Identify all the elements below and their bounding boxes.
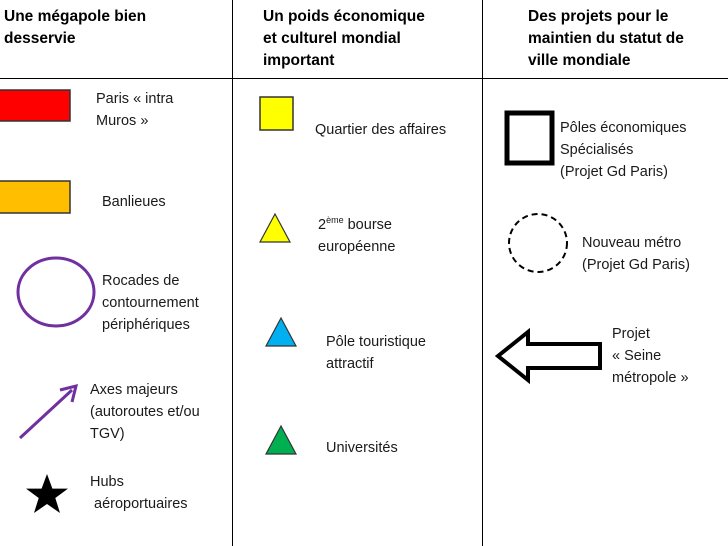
universites-label: Universités — [326, 440, 398, 456]
tourisme-label: Pôle touristique attractif — [326, 334, 426, 372]
axes-label: Axes majeurs (autoroutes et/ou TGV) — [90, 382, 200, 442]
bourse-label: 2ème bourse européenne — [318, 215, 396, 256]
column-header-projects: Des projets pour le maintien du statut d… — [528, 8, 684, 69]
arrow-left-icon — [494, 328, 602, 384]
metro-label: Nouveau métro (Projet Gd Paris) — [582, 235, 690, 273]
paris-label: Paris « intra Muros » — [96, 91, 174, 129]
affaires-symbol — [259, 96, 294, 131]
bourse-triangle-symbol — [258, 212, 292, 243]
star-icon — [26, 474, 68, 513]
hubs-label: Hubs aéroportuaires — [90, 474, 188, 512]
rocades-label: Rocades de contournement périphériques — [102, 273, 199, 333]
poles-label: Pôles économiques Spécialisés (Projet Gd… — [560, 120, 687, 180]
column-header-economy: Un poids économique et culturel mondial … — [263, 8, 425, 69]
banlieues-label: Banlieues — [102, 194, 166, 210]
header-divider — [0, 78, 728, 79]
affaires-label: Quartier des affaires — [315, 122, 447, 138]
column-divider — [232, 0, 233, 546]
axes-arrow-symbol — [18, 383, 79, 440]
tourisme-triangle-symbol — [264, 316, 298, 347]
poles-square-symbol — [504, 110, 555, 166]
banlieues-symbol — [0, 180, 71, 214]
column-header-transport: Une mégapole bien desservie — [4, 8, 147, 47]
paris-symbol — [0, 89, 71, 122]
rocades-ring-symbol — [16, 256, 96, 328]
universites-triangle-symbol — [264, 424, 298, 455]
column-divider — [482, 0, 483, 546]
metro-circle-symbol — [508, 213, 568, 273]
seine-label: Projet « Seine métropole » — [612, 326, 689, 386]
